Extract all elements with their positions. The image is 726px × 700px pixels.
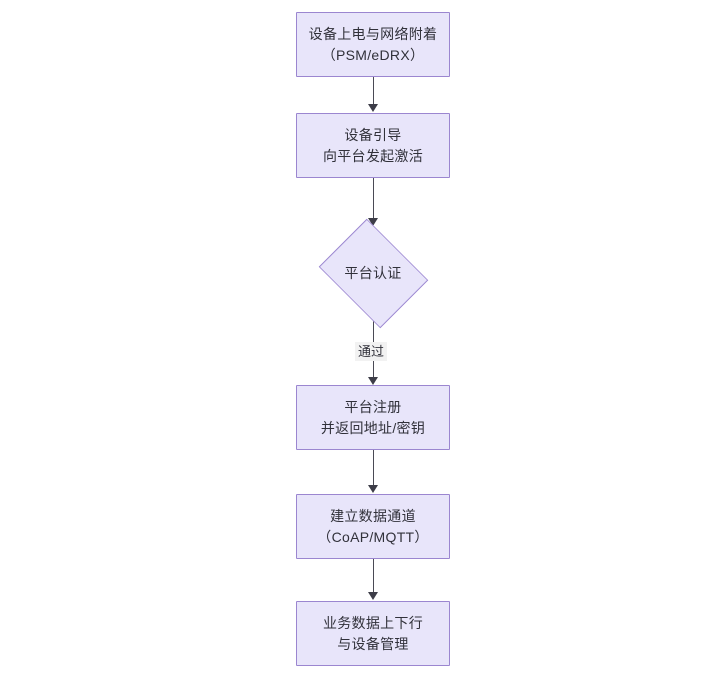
flow-edge-n2-n3-line [372, 178, 374, 220]
flow-edge-n1-n2-arrowhead [368, 104, 378, 112]
flow-node-establish-data-channel[interactable]: 建立数据通道 （CoAP/MQTT） [296, 494, 450, 559]
flow-edge-n2-n3-arrowhead [368, 218, 378, 226]
flow-edge-n5-n6-arrowhead [368, 592, 378, 600]
flow-node-platform-auth-decision[interactable]: 平台认证 [311, 218, 435, 329]
flow-node-platform-auth-decision-label: 平台认证 [344, 265, 402, 281]
flow-edge-n3-n4-label: 通过 [355, 342, 388, 361]
flow-node-power-on-attach-label: 设备上电与网络附着 （PSM/eDRX） [308, 25, 438, 63]
flow-node-establish-data-channel-label: 建立数据通道 （CoAP/MQTT） [317, 507, 429, 545]
flow-node-power-on-attach[interactable]: 设备上电与网络附着 （PSM/eDRX） [296, 12, 450, 77]
flow-edge-n3-n4-arrowhead [368, 377, 378, 385]
flow-node-platform-register[interactable]: 平台注册 并返回地址/密钥 [296, 385, 450, 450]
flow-edge-n1-n2-line [372, 77, 374, 105]
flow-node-device-bootstrap-label: 设备引导 向平台发起激活 [322, 126, 424, 164]
flow-node-business-data-and-device-mgmt[interactable]: 业务数据上下行 与设备管理 [296, 601, 450, 666]
flow-edge-n4-n5-arrowhead [368, 485, 378, 493]
flow-edge-n5-n6-line [372, 559, 374, 594]
flow-edge-n4-n5-line [372, 450, 374, 486]
flow-node-device-bootstrap[interactable]: 设备引导 向平台发起激活 [296, 113, 450, 178]
flow-node-platform-register-label: 平台注册 并返回地址/密钥 [320, 398, 426, 436]
flow-node-business-data-and-device-mgmt-label: 业务数据上下行 与设备管理 [322, 614, 424, 652]
